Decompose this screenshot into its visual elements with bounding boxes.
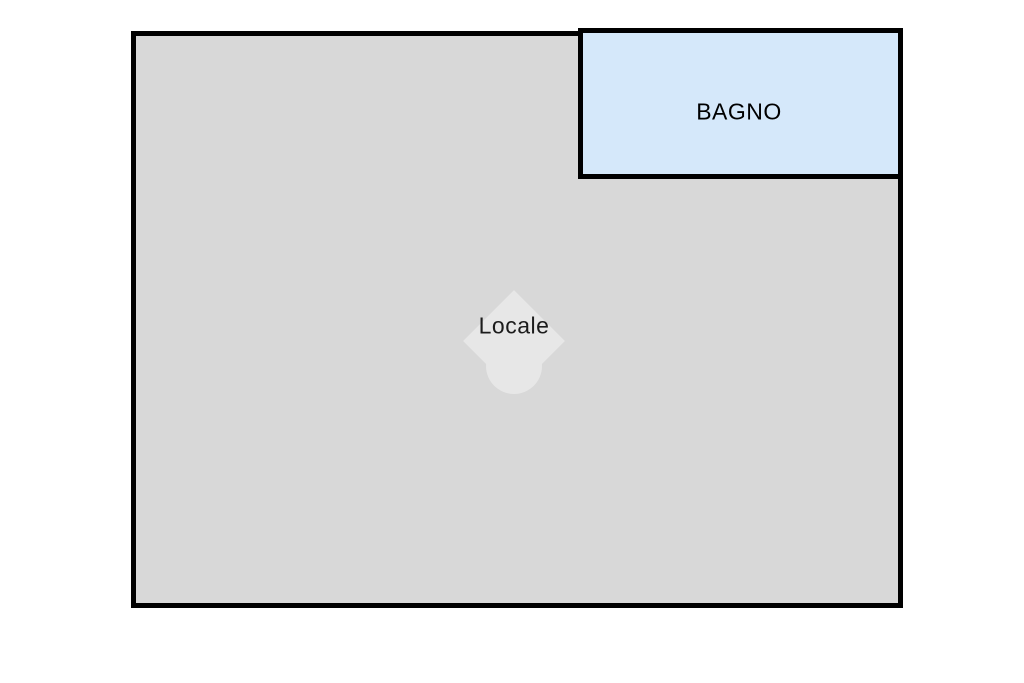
room-bagno — [578, 28, 903, 179]
room-locale-label: Locale — [478, 312, 550, 339]
diamond-circle-logo-icon — [486, 338, 542, 394]
room-bagno-label: BAGNO — [696, 98, 782, 125]
